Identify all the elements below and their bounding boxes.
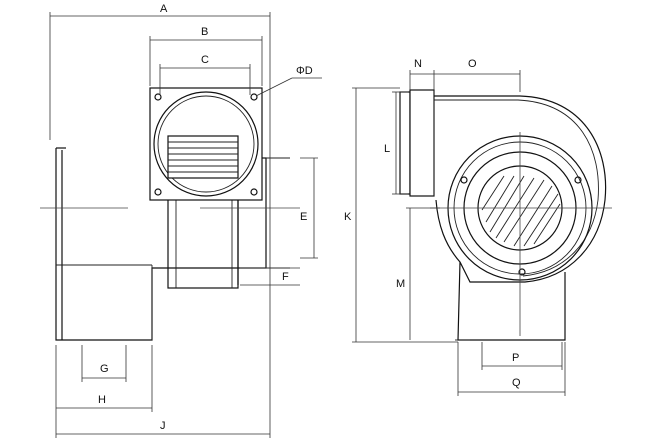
flange-hole-icon xyxy=(250,93,258,101)
screw-icon xyxy=(518,268,526,276)
dim-label-l: L xyxy=(384,143,390,155)
dim-label-q: Q xyxy=(512,377,521,389)
side-view: N O L K M P Q xyxy=(344,58,612,396)
front-view: A B C ΦD E F G H xyxy=(40,3,322,438)
dim-label-d: ΦD xyxy=(296,65,313,77)
dim-label-p: P xyxy=(512,352,519,364)
screw-icon xyxy=(574,176,582,184)
dim-label-m: M xyxy=(396,278,405,290)
dim-label-o: O xyxy=(468,58,477,70)
dim-label-b: B xyxy=(201,26,208,38)
flange-hole-icon xyxy=(154,188,162,196)
dim-label-f: F xyxy=(282,271,289,283)
screw-icon xyxy=(460,176,468,184)
flange-hole-icon xyxy=(154,93,162,101)
dim-label-j: J xyxy=(160,420,166,432)
dim-label-c: C xyxy=(201,54,209,66)
dim-label-n: N xyxy=(414,58,422,70)
dim-label-g: G xyxy=(100,363,109,375)
dim-label-a: A xyxy=(160,3,168,15)
dim-label-e: E xyxy=(300,211,307,223)
flange-hole-icon xyxy=(250,188,258,196)
dim-label-h: H xyxy=(98,394,106,406)
dim-label-k: K xyxy=(344,211,352,223)
